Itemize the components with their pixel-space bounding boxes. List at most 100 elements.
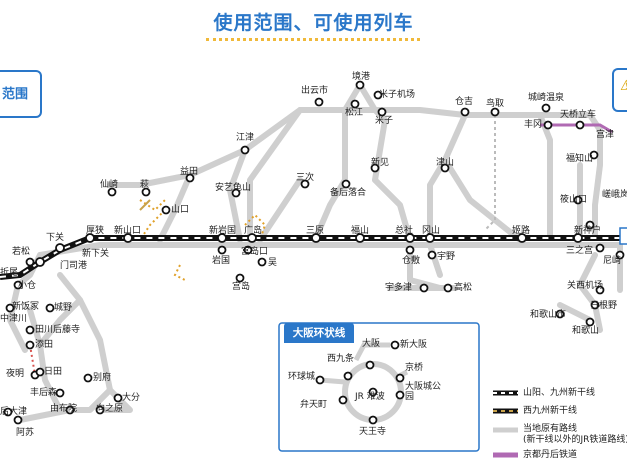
station-marker-kurayoshi [460,107,470,117]
legend-jr-line: 当地原有路线 [523,424,578,434]
legend-sanyo-kyushu: 山阳、九州新干线 [523,388,596,398]
station-label: 折尾 [0,268,19,278]
shinkansen-station-markers [35,233,583,267]
station-label: 新岩国 [209,226,237,236]
station-marker-hagi [141,187,151,197]
station-marker-yonago [377,107,387,117]
station-label: 宇野 [437,252,456,262]
station-label: 下关 [46,233,65,243]
legend-kyoto-tango: 京都丹后铁道 [523,450,578,460]
station-marker-utazu [419,283,429,293]
station-marker-tsuyama [440,163,450,173]
station-label: 高松 [454,283,473,293]
legend-jr-line-note: (新干线以外的JR铁道路线) [523,435,627,445]
station-marker-bingo-ochiai [341,179,351,189]
warning-icon: ⚠ [620,78,627,94]
station-marker-beppu [83,373,93,383]
station-label: 安艺龟山 [215,183,252,193]
station-marker-mihara [311,233,321,243]
station-label: 城野 [54,303,73,313]
station-marker-tottori [490,107,500,117]
station-marker-miyoshi [300,179,310,189]
station-marker-kanjo [315,375,325,385]
station-marker-sakaiminato [355,80,365,90]
sanyo-kyushu-shinkansen [0,235,620,280]
station-label: 天王寺 [359,427,387,437]
station-label: 新饭冢 [12,302,40,312]
station-marker-kokura [13,280,23,290]
station-label: 环球城 [288,372,316,382]
station-marker-oita [113,393,123,403]
station-label: 田川后藤寺 [35,325,81,335]
station-marker-bungo-mori [55,388,65,398]
station-label: 仓敷 [402,256,421,266]
station-marker-uno [427,250,437,260]
station-marker-miyajima [235,273,245,283]
station-label: 大阪 [362,339,381,349]
station-label: 冈山 [422,226,441,236]
station-label: 中津川 [0,314,28,324]
station-label: 别府 [93,373,112,383]
station-marker-masuda [185,173,195,183]
station-marker-sasayamaguchi [573,195,583,205]
station-marker-wakamatsu [25,257,35,267]
station-marker-kure [257,257,267,267]
station-marker-hineno [590,300,600,310]
station-marker-shin-yamaguchi [123,233,133,243]
station-label: 益田 [180,167,199,177]
station-marker-mukainoharu [95,405,105,415]
station-markers [3,80,625,425]
station-label: 总社 [395,226,414,236]
station-marker-soja [405,233,415,243]
station-label: 姬路 [512,226,531,236]
station-marker-bentencho [338,395,348,405]
station-label: 广岛 [244,226,263,236]
station-marker-kurashiki [405,245,415,255]
station-label: 鸟取 [486,99,505,109]
station-label: 出云市 [301,86,329,96]
osaka-loop-title: 大阪环状线 [284,323,354,343]
station-label: 岩国 [212,256,231,266]
station-label: 筱山口 [560,195,588,205]
station-marker-tagawa [25,325,35,335]
station-label: 备后落合 [330,188,367,198]
station-label: 大阪城公园 [405,382,442,402]
station-marker-matsue [350,99,360,109]
station-label: 城崎温泉 [528,93,565,103]
station-marker-amanohashidate [575,120,585,130]
station-marker-hiroshima [247,233,257,243]
gray-dotted-line [484,115,496,231]
station-marker-takamatsu [443,283,453,293]
station-label: 大分 [122,393,141,403]
area-label: 范围 [2,87,29,102]
station-marker-wakayama [585,317,595,327]
station-label: 江津 [236,133,255,143]
station-label: 宫津 [596,130,615,140]
station-label: 松江 [345,108,364,118]
station-marker-asa [85,233,95,243]
station-marker-iwakuni [217,245,227,255]
station-marker-nishiakashi [573,233,583,243]
station-label: 米子机场 [379,90,416,100]
page-title: 使用范围、可使用列车 [213,12,414,34]
area-label-box: 范围 [0,70,42,118]
station-marker-shin-iwakuni [217,233,227,243]
jr-conventional-lines [7,82,623,423]
station-label: 添田 [35,340,54,350]
station-label: 门司港 [60,261,88,271]
station-label: 丰后森 [30,388,58,398]
station-label: 津山 [436,158,455,168]
station-label: 小仓 [18,281,37,291]
station-marker-kyobashi [395,373,405,383]
station-label: 嵯峨岚 [602,190,627,200]
legend-swatches [493,390,518,458]
right-box: ⚠ [612,68,627,112]
station-label: 夜明 [6,369,25,379]
station-label: 新神户 [574,226,602,236]
station-label: JR 难波 [355,392,385,402]
station-marker-osakajo [395,390,405,400]
station-label: 米子 [375,116,394,126]
station-marker-okayama [425,233,435,243]
station-label: 新下关 [82,249,110,259]
